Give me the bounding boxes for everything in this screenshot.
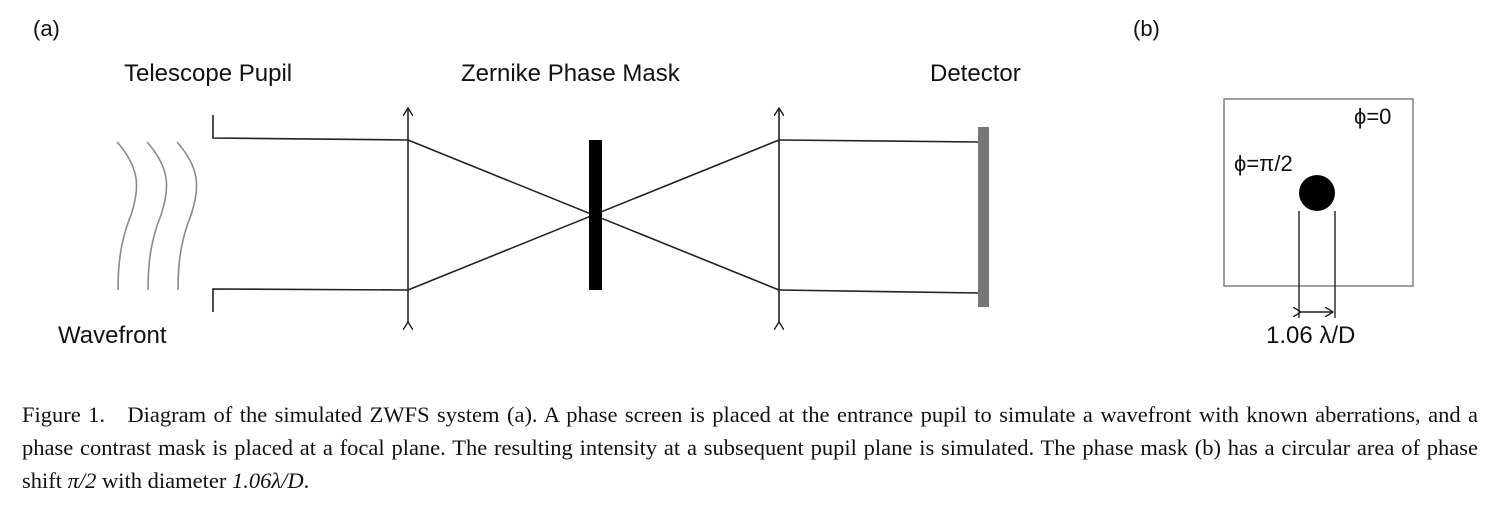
diameter-marker <box>1299 211 1336 318</box>
wavefront-line-2 <box>146 141 168 291</box>
zwfs-diagram <box>116 98 1414 390</box>
telescope-pupil <box>212 115 409 312</box>
figure-caption: Figure 1. Diagram of the simulated ZWFS … <box>22 398 1478 497</box>
wavefront-line-1 <box>116 141 138 291</box>
zernike-phase-mask <box>589 140 602 290</box>
phase-mask-box <box>1223 98 1414 287</box>
panel-b-label: (b) <box>1133 16 1160 41</box>
caption-math-2: 1.06λ/D <box>232 468 304 493</box>
pupil-top-edge <box>212 115 409 141</box>
beam-bottom <box>778 289 980 294</box>
phi-zero-label: ϕ=0 <box>1354 104 1392 129</box>
caption-prefix: Figure 1. <box>22 402 106 427</box>
collimated-beams <box>778 139 980 294</box>
phase-shift-dot <box>1299 175 1335 211</box>
phi-half-pi-label: ϕ=π/2 <box>1234 151 1293 176</box>
diameter-label: 1.06 λ/D <box>1266 322 1356 349</box>
telescope-pupil-label: Telescope Pupil <box>124 60 293 87</box>
zernike-phase-mask-label: Zernike Phase Mask <box>461 60 680 87</box>
wavefront-label: Wavefront <box>58 322 167 349</box>
caption-text-2: with diameter <box>96 468 233 493</box>
detector <box>978 127 989 307</box>
detector-label: Detector <box>930 60 1021 87</box>
caption-text-1: Diagram of the simulated ZWFS system (a)… <box>22 402 1479 493</box>
panel-a-label: (a) <box>33 16 60 41</box>
caption-text-3: . <box>303 468 310 493</box>
beam-top <box>778 139 980 143</box>
caption-math-1: π/2 <box>67 468 97 493</box>
wavefront-line-3 <box>176 141 198 291</box>
pupil-bottom-edge <box>212 288 409 312</box>
wavefront-lines <box>116 141 198 291</box>
